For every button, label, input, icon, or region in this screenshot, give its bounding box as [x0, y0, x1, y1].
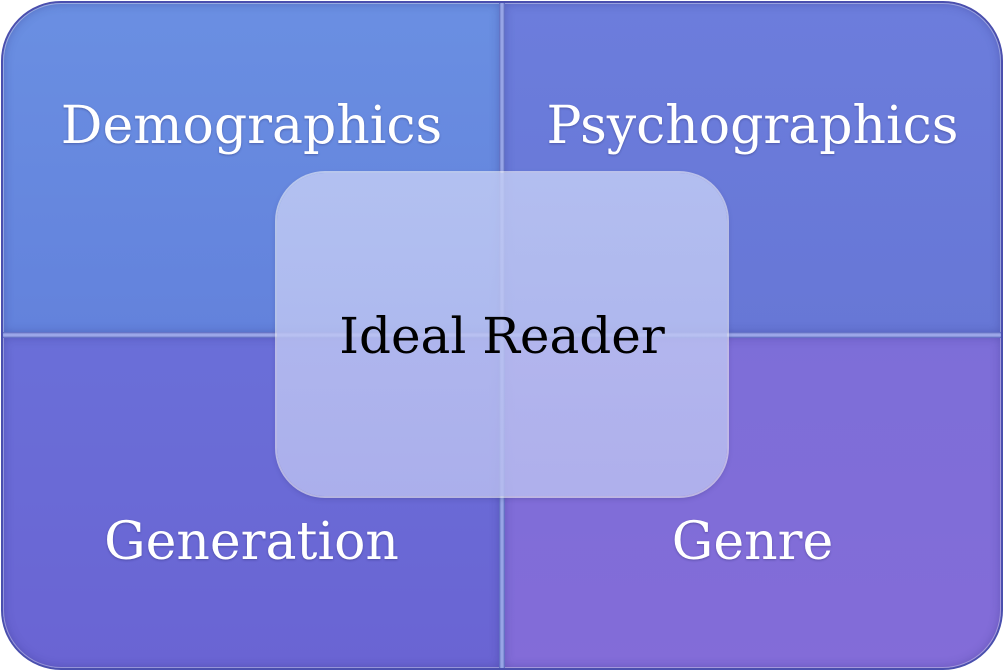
quadrant-label-demographics: Demographics [60, 96, 443, 156]
quadrant-label-generation: Generation [104, 512, 399, 572]
quadrant-label-psychographics: Psychographics [546, 96, 959, 156]
center-box: Ideal Reader [277, 173, 727, 496]
quadrant-label-genre: Genre [671, 512, 834, 572]
center-label: Ideal Reader [339, 306, 665, 365]
